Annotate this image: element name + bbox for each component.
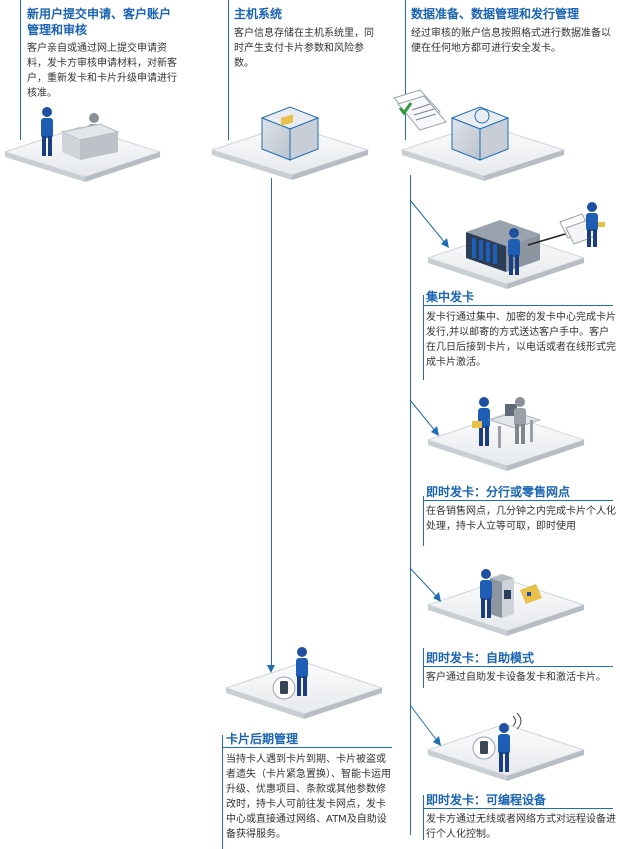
- mail-envelopes: [527, 213, 597, 246]
- flow-arrows: [409, 199, 447, 743]
- prog-vline: [423, 795, 424, 840]
- self-card-icon: [520, 584, 542, 604]
- post-rule: [222, 747, 392, 748]
- person-prog: [498, 723, 510, 772]
- programmable-desc: 发卡方通过无线或者网络方式对远程设备进行个人化控制。: [426, 814, 616, 840]
- flow-arrowheads: [267, 238, 449, 746]
- self-rule: [423, 666, 613, 667]
- new-user-title: 新用户提交申请、客户账户管理和审核: [27, 7, 172, 37]
- central-vline: [423, 295, 424, 380]
- central-rule: [423, 305, 613, 306]
- self-vline: [423, 648, 424, 688]
- post-card-desc: 当持卡人遇到卡片到期、卡片被盗或者遗失（卡片紧急置换）、智能卡运用升级、优惠项目…: [226, 754, 391, 840]
- self-service-desc: 客户通过自助发卡设备发卡和激活卡片。: [426, 672, 606, 683]
- person-operator: [508, 228, 520, 275]
- branch-title: 即时发卡：分行或零售网点: [426, 485, 571, 499]
- platform-branch: [426, 413, 586, 471]
- post-card-title: 卡片后期管理: [226, 732, 299, 746]
- data-prep-docs: [393, 89, 447, 131]
- host-vline: [228, 0, 229, 140]
- flow-main-line: [410, 175, 411, 835]
- person-applicant: [41, 107, 53, 156]
- branch-rule: [423, 500, 613, 501]
- person-clerk-branch: [514, 397, 526, 444]
- host-title: 主机系统: [234, 7, 283, 21]
- data-prep-box: [450, 106, 510, 161]
- host-server-box: [260, 106, 320, 161]
- data-prep-vline: [405, 0, 406, 140]
- central-title: 集中发卡: [426, 290, 475, 304]
- branch-vline: [423, 496, 424, 546]
- branch-desc: 在各销售网点，几分钟之内完成卡片个人化处理，持卡人立等可取，即时使用: [426, 506, 616, 532]
- wireless-signal-icon: [512, 712, 522, 730]
- prog-rule: [423, 808, 613, 809]
- host-desc: 客户信息存储在主机系统里，同时产生支付卡片参数和风险参数。: [234, 28, 374, 69]
- desk-clerk: [60, 113, 120, 160]
- self-service-title: 即时发卡：自助模式: [426, 651, 535, 665]
- programmable-title: 即时发卡：可编程设备: [426, 793, 547, 807]
- central-desc: 发卡行通过集中、加密的发卡中心完成卡片发行,并以邮寄的方式送达客户手中。客户在几…: [426, 312, 616, 368]
- person-customer-branch: [472, 397, 490, 446]
- person-cardholder: [296, 647, 308, 696]
- data-prep-title: 数据准备、数据管理和发行管理: [411, 7, 580, 21]
- person-recipient: [586, 202, 605, 247]
- prog-device-icon: [472, 736, 496, 760]
- new-user-vline: [20, 0, 21, 140]
- post-vline: [222, 735, 223, 849]
- host-to-post-line: [271, 178, 272, 668]
- self-service-kiosk: [490, 574, 514, 618]
- new-user-desc: 客户亲自或通过网上提交申请资料，发卡方审核申请材料，对新客户，重新发卡和卡片升级…: [27, 43, 177, 99]
- person-self-service: [480, 569, 492, 618]
- data-prep-desc: 经过审核的账户信息按照格式进行数据准备以便在任何地方都可进行安全发卡。: [411, 28, 611, 54]
- post-device-icon: [272, 676, 296, 700]
